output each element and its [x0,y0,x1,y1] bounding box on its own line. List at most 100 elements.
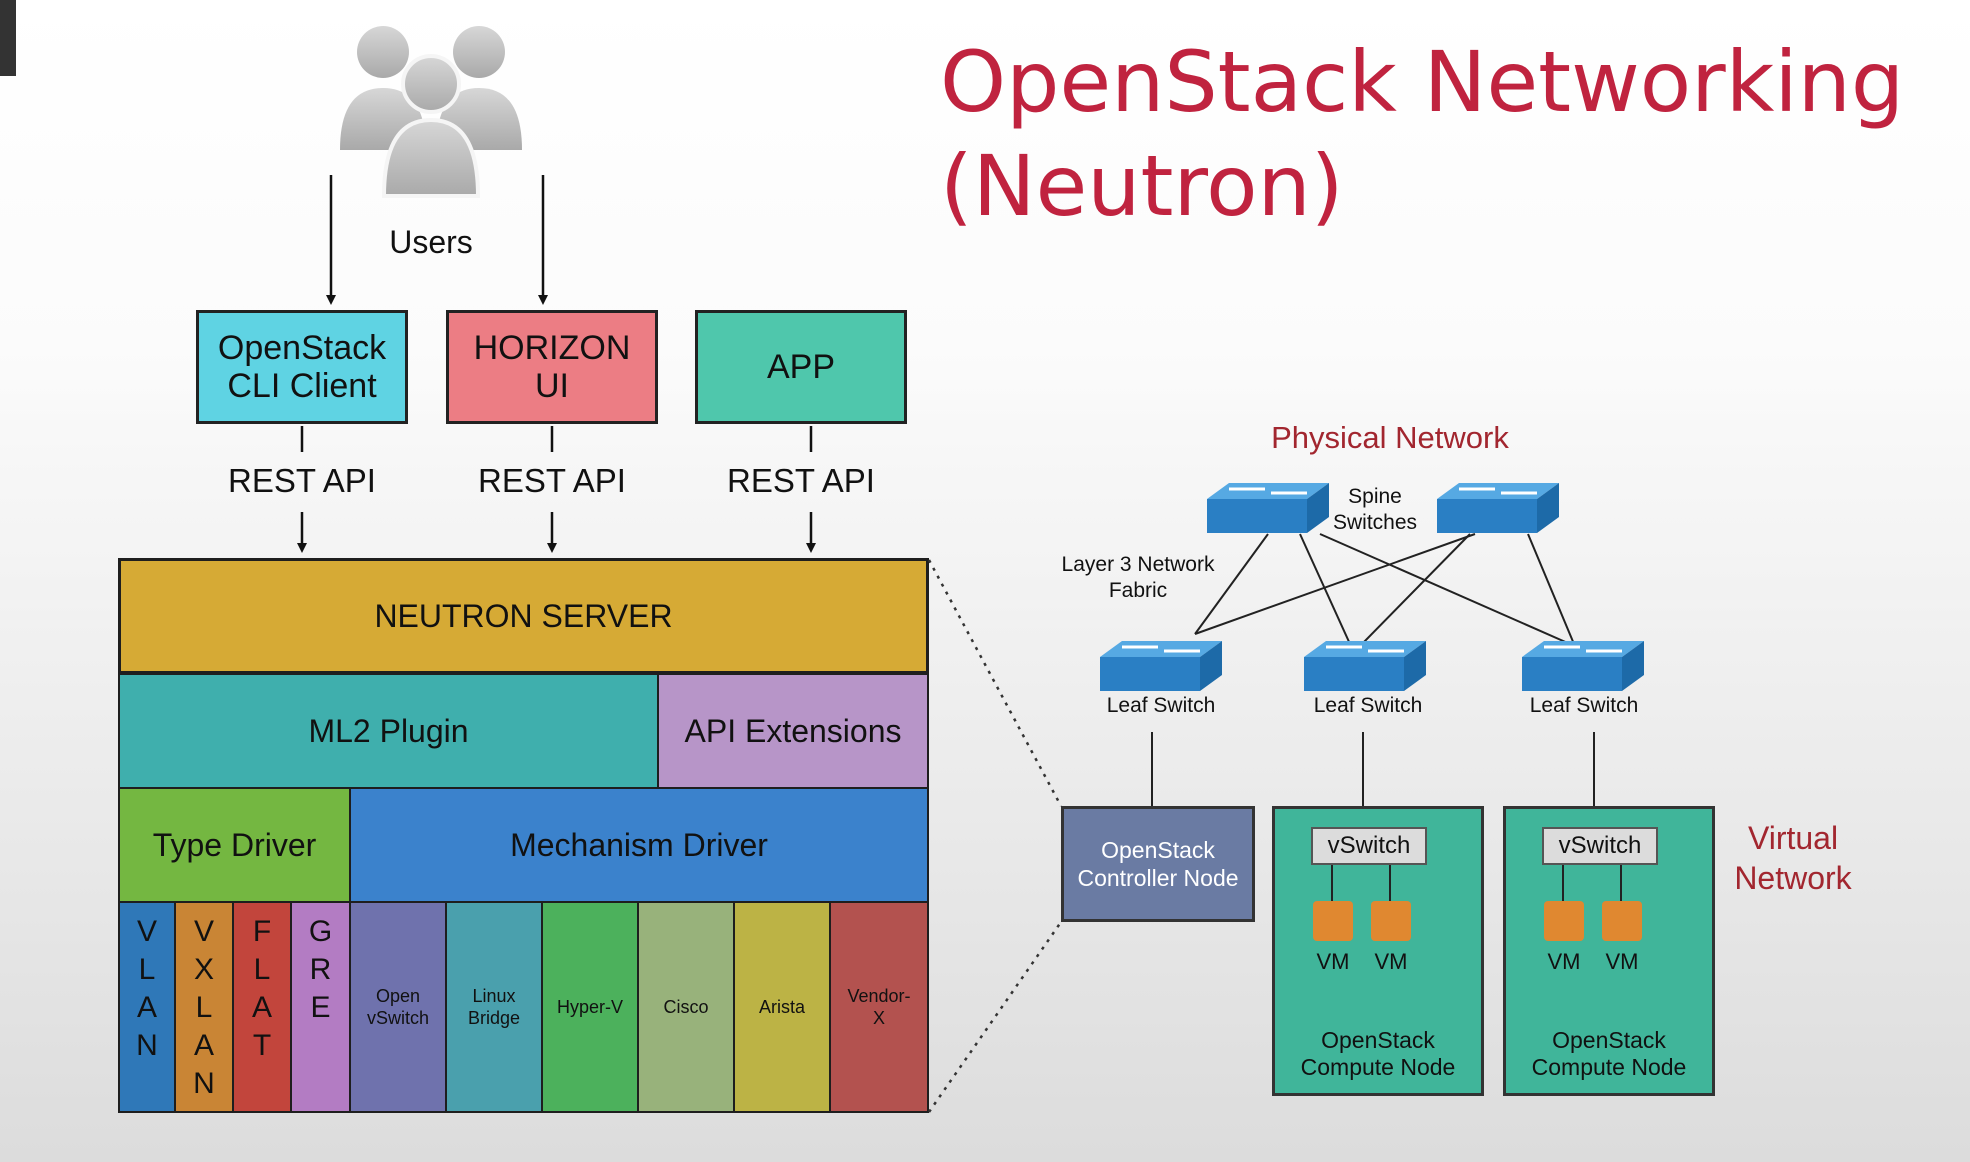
horizon-line2: UI [535,367,569,405]
fabric-label-line1: Layer 3 Network [1061,553,1215,576]
app-box[interactable]: APP [695,310,907,424]
rest-api-label-app: REST API [727,462,875,499]
neutron-server-label: NEUTRON SERVER [374,597,673,634]
spine-switch-icon [1435,481,1561,535]
api-extensions-block[interactable]: API Extensions [657,673,929,789]
type-driver-label: Type Driver [152,826,317,863]
mech-label: vSwitch [366,1008,429,1028]
gre-letter: G [308,915,333,948]
fabric-label-line2: Fabric [1108,579,1168,602]
type-flat-block[interactable]: F L A T [232,901,292,1113]
vswitch-label: vSwitch [1558,832,1642,859]
virtual-line2: Network [1734,860,1852,896]
mech-label: X [872,1008,885,1028]
flat-letter: L [253,953,271,986]
compute-node-label: OpenStack Compute Node [1275,1027,1481,1081]
vm-box[interactable] [1544,901,1584,941]
leaf-switch-label: Leaf Switch [1106,694,1216,717]
mech-label: Hyper-V [556,997,623,1017]
cli-client-line1: OpenStack [217,329,387,367]
vswitch-box[interactable]: vSwitch [1311,827,1427,865]
compute-node[interactable]: vSwitch VM VM OpenStack Compute Node [1272,806,1484,1096]
compute-line1: OpenStack [1321,1027,1435,1053]
mech-hyperv-block[interactable]: Hyper-V [541,901,639,1113]
vxlan-letter: A [193,1029,214,1062]
spine-switch-icon [1205,481,1331,535]
vswitch-label: vSwitch [1327,832,1411,859]
title-line1: OpenStack Networking [940,33,1905,131]
rest-api-label-horizon: REST API [478,462,626,499]
neutron-server-block[interactable]: NEUTRON SERVER [118,558,929,674]
users-label: Users [389,224,473,260]
fabric-label: Layer 3 Network Fabric [1050,552,1226,604]
title-line2: (Neutron) [940,137,1344,235]
mech-label: Bridge [467,1008,521,1028]
flat-letter: A [251,991,272,1024]
vxlan-letter: X [193,953,214,986]
leaf-switch-icon [1098,639,1224,693]
spine-label-line1: Spine [1348,485,1402,508]
vlan-letter: V [136,915,157,948]
window-corner-artifact [0,0,16,76]
ml2-plugin-label: ML2 Plugin [308,712,469,749]
flat-letter: T [252,1029,272,1062]
vm-label: VM [1605,949,1639,974]
flat-letter: F [252,915,272,948]
vm-label: VM [1316,949,1350,974]
app-line1: APP [766,348,836,386]
spine-label-line2: Switches [1332,511,1418,534]
leaf-switch-icon [1302,639,1428,693]
type-driver-block[interactable]: Type Driver [118,787,351,903]
vm-link [1562,865,1564,901]
vlan-letter: A [136,991,157,1024]
vswitch-box[interactable]: vSwitch [1542,827,1658,865]
compute-node[interactable]: vSwitch VM VM OpenStack Compute Node [1503,806,1715,1096]
rest-api-label-cli: REST API [228,462,376,499]
controller-line1: OpenStack [1101,837,1215,863]
vm-link [1620,865,1622,901]
cli-client-line2: CLI Client [227,367,377,405]
type-gre-block[interactable]: G R E [290,901,351,1113]
gre-letter: R [309,953,332,986]
controller-line2: Controller Node [1077,865,1239,891]
mechanism-driver-label: Mechanism Driver [510,826,768,863]
vm-box[interactable] [1371,901,1411,941]
mech-vendorx-block[interactable]: Vendor-X [829,901,929,1113]
mech-label: Vendor- [847,986,911,1006]
vm-box[interactable] [1313,901,1353,941]
mech-arista-block[interactable]: Arista [733,901,831,1113]
spine-switches-label: Spine Switches [1320,484,1430,536]
vm-link [1389,865,1391,901]
vm-box[interactable] [1602,901,1642,941]
vm-link [1331,865,1333,901]
gre-letter: E [310,991,331,1024]
compute-line2: Compute Node [1531,1054,1687,1080]
leaf-switch-icon [1520,639,1646,693]
vm-label: VM [1547,949,1581,974]
vxlan-letter: N [193,1067,215,1100]
mech-label: Open [375,986,421,1006]
mech-cisco-block[interactable]: Cisco [637,901,735,1113]
controller-node[interactable]: OpenStack Controller Node [1061,806,1255,922]
compute-line2: Compute Node [1300,1054,1456,1080]
leaf-switch-label: Leaf Switch [1313,694,1423,717]
virtual-network-label: Virtual Network [1718,818,1868,898]
vlan-letter: N [136,1029,158,1062]
vxlan-letter: V [193,915,214,948]
mechanism-driver-block[interactable]: Mechanism Driver [349,787,929,903]
compute-line1: OpenStack [1552,1027,1666,1053]
mech-label: Arista [758,997,805,1017]
vxlan-letter: L [195,991,213,1024]
page-title: OpenStack Networking (Neutron) [940,30,1904,238]
api-extensions-label: API Extensions [684,712,902,749]
compute-node-label: OpenStack Compute Node [1506,1027,1712,1081]
virtual-line1: Virtual [1747,820,1839,856]
vlan-letter: L [138,953,156,986]
